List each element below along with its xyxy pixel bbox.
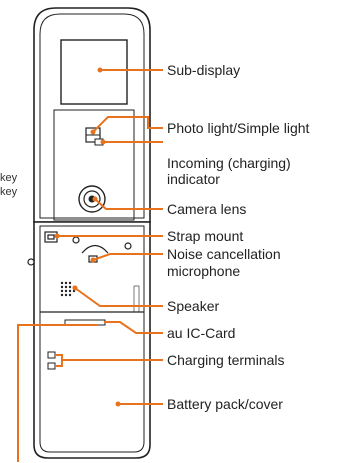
side-key [27,258,35,266]
label-au-ic-card: au IC-Card [167,325,236,341]
callout-dots [54,67,121,407]
cutoff-key-label-1: key [0,172,18,184]
label-noise-line1: Noise cancellation [167,246,281,262]
label-charging-terminals: Charging terminals [167,352,285,368]
label-sub-display: Sub-display [167,62,241,78]
label-incoming-line1: Incoming (charging) [167,155,291,171]
label-photo-light: Photo light/Simple light [167,120,310,136]
label-camera-lens: Camera lens [167,201,247,217]
speaker-grille [60,281,76,297]
label-speaker: Speaker [167,298,220,314]
sub-display [60,39,128,105]
callout-lines [17,69,163,462]
label-noise-line2: microphone [167,263,241,279]
camera-lens [78,185,106,213]
label-incoming-line2: indicator [167,171,220,187]
label-strap-mount: Strap mount [167,228,244,244]
cutoff-key-label-2: key [0,186,18,198]
label-battery-pack: Battery pack/cover [167,396,283,412]
upper-panel [53,109,135,221]
